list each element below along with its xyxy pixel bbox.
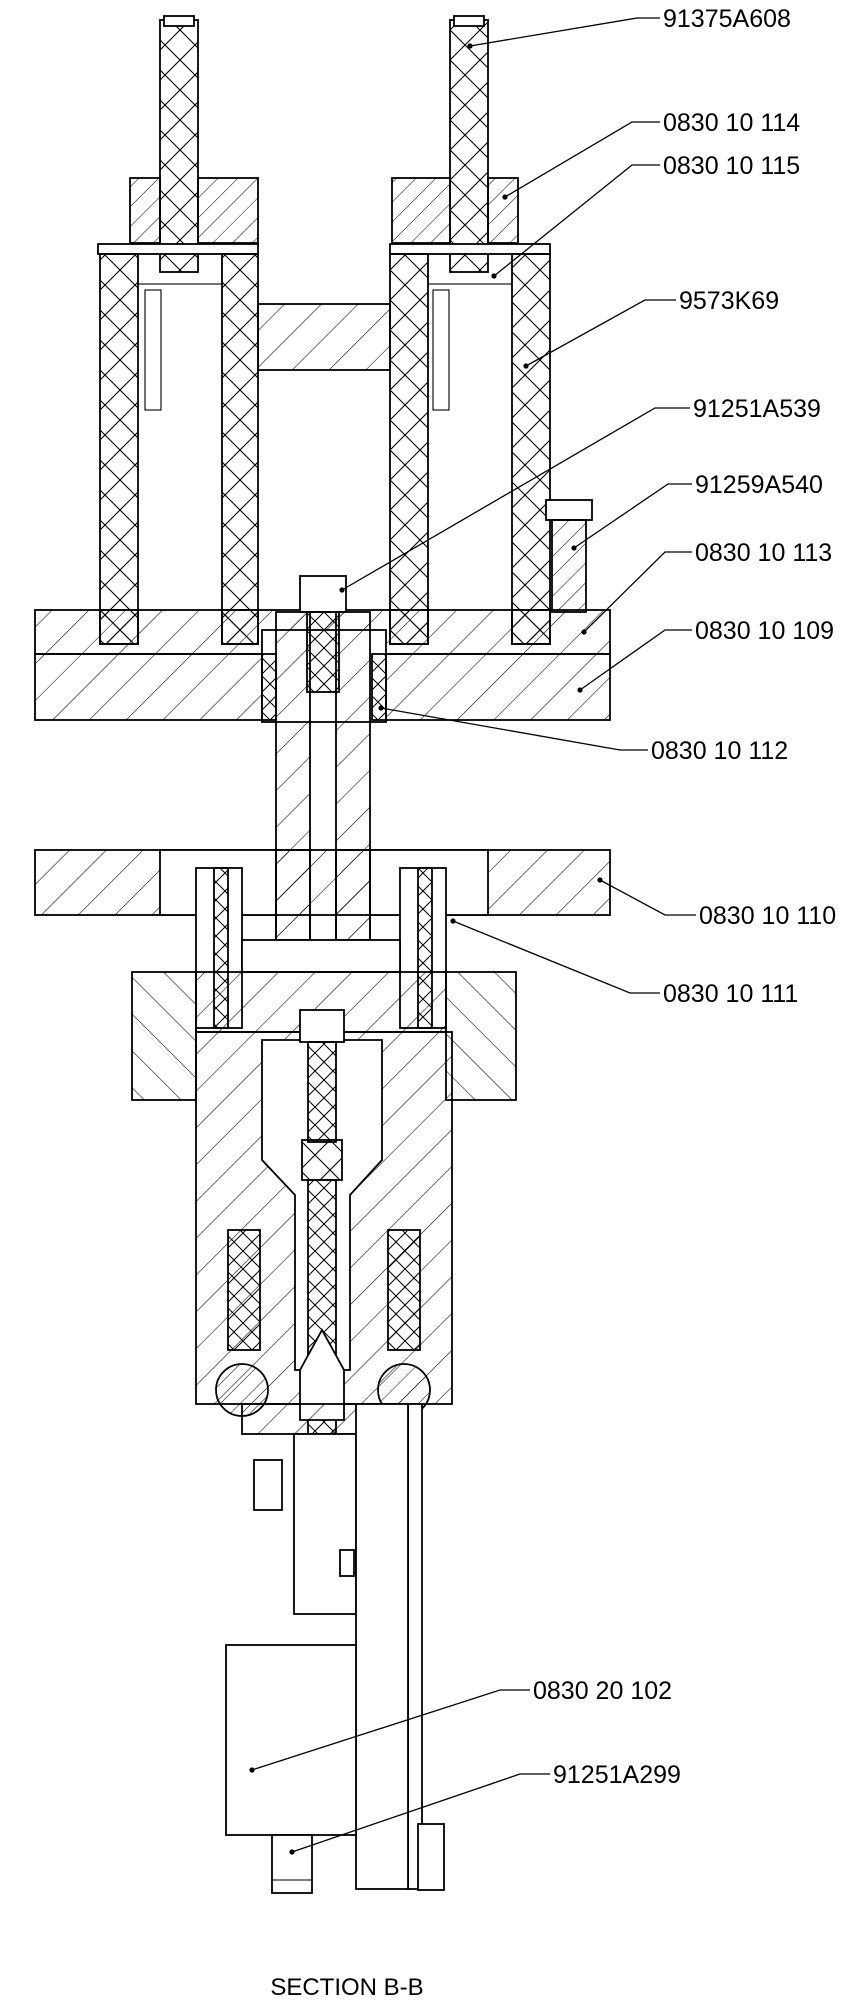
clamp-right — [377, 1229, 431, 1417]
section-title: SECTION B-B — [270, 1974, 423, 2001]
callout-0830-10-109: 0830 10 109 — [695, 617, 834, 645]
tube-left — [99, 253, 259, 645]
top-screw-right — [449, 15, 489, 273]
callout-0830-10-112: 0830 10 112 — [651, 737, 788, 765]
block-0830-20-102 — [225, 1644, 357, 1836]
inner-screw — [299, 1009, 345, 1181]
callout-0830-20-102: 0830 20 102 — [533, 1677, 672, 1705]
callout-91375A608: 91375A608 — [663, 5, 791, 33]
bridge-block — [257, 303, 391, 371]
callout-0830-10-115: 0830 10 115 — [663, 152, 800, 180]
nut-left — [129, 177, 259, 244]
callout-91259A540: 91259A540 — [695, 471, 823, 499]
callout-0830-10-111: 0830 10 111 — [663, 980, 798, 1008]
bushing-left — [261, 653, 277, 721]
vertical-bracket — [253, 1403, 445, 1891]
leader-dots — [249, 43, 603, 1855]
top-screw-left — [159, 15, 199, 273]
plate-0830-10-110 — [34, 849, 611, 916]
pin-91259A540 — [545, 499, 593, 613]
screw-91251A299 — [271, 1834, 313, 1894]
callout-91251A539: 91251A539 — [693, 395, 821, 423]
callout-9573K69: 9573K69 — [679, 287, 779, 315]
crossbar — [241, 939, 401, 973]
washer-right — [389, 243, 551, 255]
callout-0830-10-110: 0830 10 110 — [699, 902, 836, 930]
tube-right — [389, 253, 551, 645]
washer-left — [97, 243, 259, 255]
callout-0830-10-113: 0830 10 113 — [695, 539, 832, 567]
nut-right — [391, 177, 519, 244]
callout-91251A299: 91251A299 — [553, 1761, 681, 1789]
leaders — [251, 17, 696, 1853]
callout-0830-10-114: 0830 10 114 — [663, 109, 800, 137]
clamp-left — [215, 1229, 269, 1417]
flange-block — [131, 971, 517, 1101]
bushing-right — [371, 653, 387, 721]
